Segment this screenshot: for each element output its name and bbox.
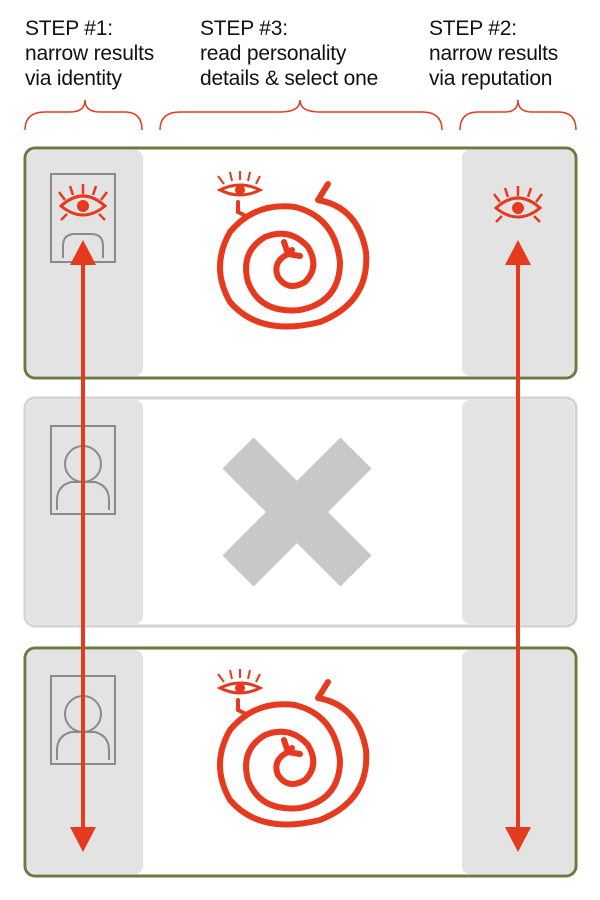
result-row-2[interactable]: [23, 396, 578, 628]
step3-line1: read personality: [200, 42, 347, 65]
identity-arrow: [70, 240, 96, 852]
step1-title: STEP #1:: [25, 17, 113, 40]
result-row-1[interactable]: [23, 146, 578, 380]
step1-header: STEP #1: narrow results via identity: [25, 16, 185, 91]
brace-step2: [459, 99, 577, 131]
step2-header: STEP #2: narrow results via reputation: [429, 16, 599, 91]
step1-line1: narrow results: [25, 42, 155, 65]
step3-title: STEP #3:: [200, 17, 288, 40]
reputation-arrow: [505, 240, 531, 852]
step2-title: STEP #2:: [429, 17, 517, 40]
result-row-3[interactable]: [23, 646, 578, 878]
x-mark-icon: [222, 437, 372, 587]
step2-line1: narrow results: [429, 42, 559, 65]
step3-header: STEP #3: read personality details & sele…: [200, 16, 430, 91]
brace-step1: [24, 99, 143, 131]
brace-step3: [159, 99, 443, 131]
step1-line2: via identity: [25, 67, 122, 90]
step2-line2: via reputation: [429, 67, 553, 90]
step3-line2: details & select one: [200, 67, 379, 90]
